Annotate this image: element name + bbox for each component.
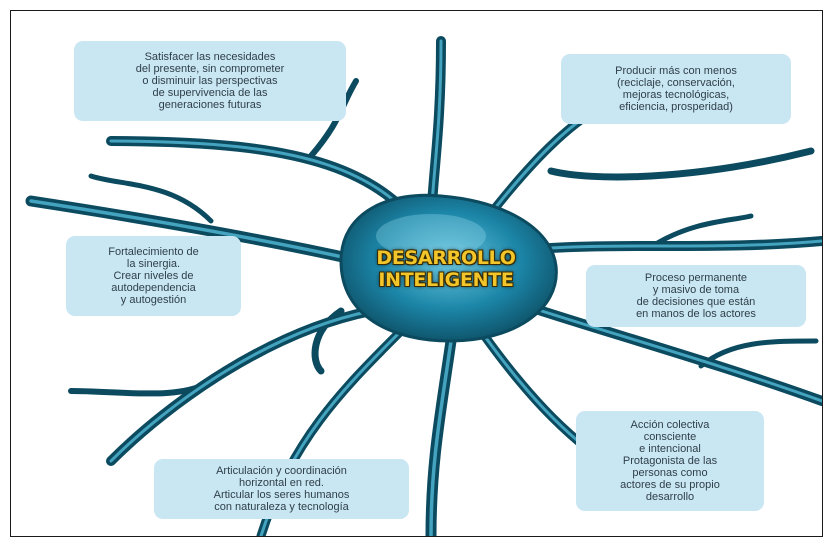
box-synergy: Fortalecimiento de la sinergia. Crear ni… [66, 236, 241, 316]
box-collective-action-text: Acción colectiva consciente e intenciona… [620, 419, 720, 503]
neuron-highlight [376, 214, 486, 258]
box-sustainability-text: Satisfacer las necesidades del presente,… [135, 51, 285, 111]
box-collective-action: Acción colectiva consciente e intenciona… [576, 411, 764, 511]
diagram-title: DESARROLLO INTELIGENTE [341, 247, 551, 291]
box-network-articulation: Articulación y coordinación horizontal e… [154, 459, 409, 519]
box-sustainability: Satisfacer las necesidades del presente,… [74, 41, 346, 121]
box-network-articulation-text: Articulación y coordinación horizontal e… [213, 465, 350, 513]
neuron-body [339, 193, 558, 343]
box-produce-more: Producir más con menos (reciclaje, conse… [561, 54, 791, 124]
diagram-frame: DESARROLLO INTELIGENTE Satisfacer las ne… [10, 10, 823, 537]
box-decision-process-text: Proceso permanente y masivo de toma de d… [636, 272, 756, 320]
box-decision-process: Proceso permanente y masivo de toma de d… [586, 265, 806, 327]
box-produce-more-text: Producir más con menos (reciclaje, conse… [615, 65, 737, 113]
title-line-2: INTELIGENTE [378, 269, 514, 291]
title-line-1: DESARROLLO [376, 247, 516, 269]
box-synergy-text: Fortalecimiento de la sinergia. Crear ni… [108, 246, 199, 306]
